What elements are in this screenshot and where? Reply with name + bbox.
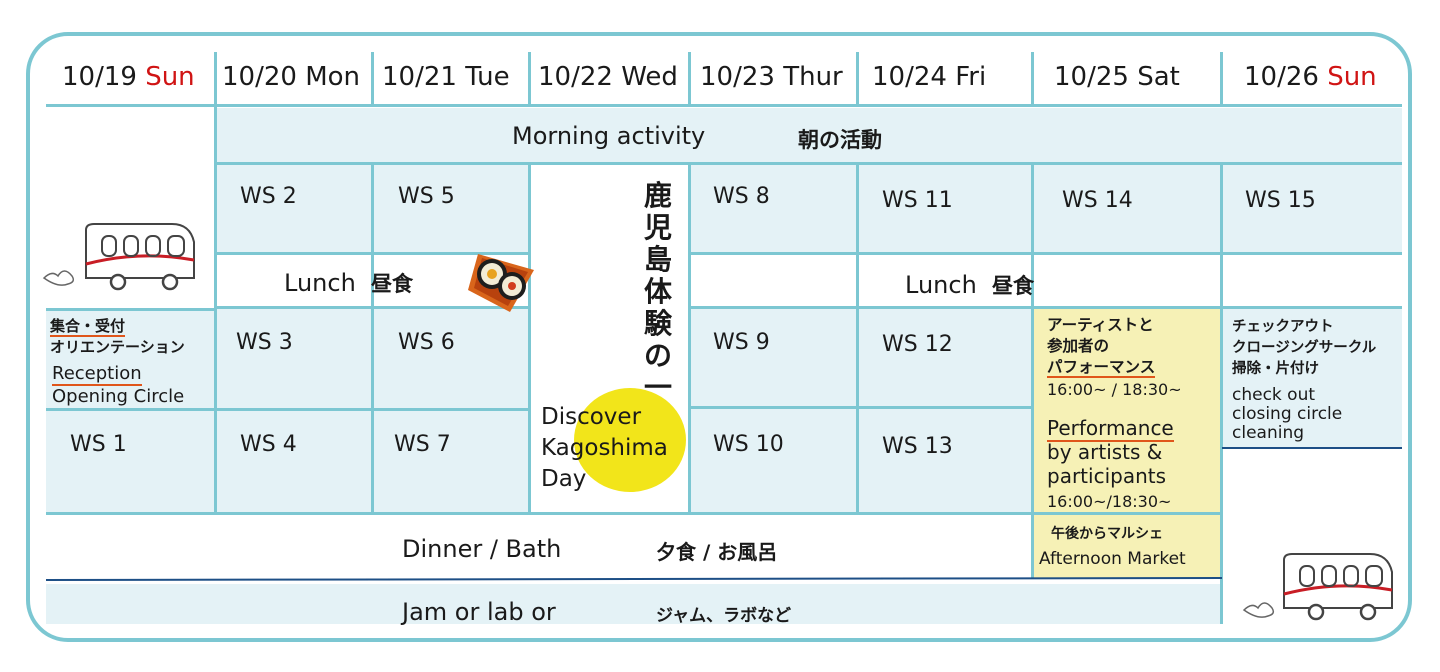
market-jp: 午後からマルシェ bbox=[1051, 526, 1163, 542]
arrival-en-2: Opening Circle bbox=[52, 386, 185, 407]
checkout-en: check out closing circle cleaning bbox=[1232, 385, 1343, 443]
header-day-1: 10/19 Sun bbox=[62, 62, 195, 92]
ws-2: WS 2 bbox=[240, 184, 297, 209]
header-day-6: 10/24 Fri bbox=[872, 62, 987, 92]
header-day-4: 10/22 Wed bbox=[538, 62, 678, 92]
ws-12: WS 12 bbox=[882, 332, 953, 357]
header-day-2: 10/20 Mon bbox=[222, 62, 361, 92]
sushi-roll-icon bbox=[468, 254, 534, 312]
lunch-label-right: Lunch 昼食 bbox=[905, 271, 1035, 299]
cell-afternoon-left bbox=[46, 308, 530, 514]
morning-activity-row bbox=[216, 108, 1402, 164]
ws-9: WS 9 bbox=[713, 330, 770, 355]
ws-7: WS 7 bbox=[394, 432, 451, 457]
performance-cell bbox=[1034, 308, 1222, 578]
header-day-8: 10/26 Sun bbox=[1244, 62, 1377, 92]
ws-1: WS 1 bbox=[70, 432, 127, 457]
ws-15: WS 15 bbox=[1245, 188, 1316, 213]
market-en: Afternoon Market bbox=[1039, 549, 1186, 569]
ws-14: WS 14 bbox=[1062, 188, 1133, 213]
arrival-jp-2: オリエンテーション bbox=[50, 338, 185, 356]
jam-label: Jam or lab or bbox=[402, 598, 556, 626]
bus-icon-arrival bbox=[42, 223, 195, 291]
dinner-bath-label: Dinner / Bath bbox=[402, 535, 562, 563]
cell-afternoon-right bbox=[690, 308, 1034, 514]
lunch-label-left: Lunch 昼食 bbox=[284, 269, 414, 297]
schedule-frame bbox=[26, 32, 1412, 642]
morning-activity-jp: 朝の活動 bbox=[798, 127, 882, 152]
bus-icon-departure bbox=[1242, 553, 1393, 621]
ws-10: WS 10 bbox=[713, 432, 784, 457]
arrival-jp-1: 集合・受付 bbox=[50, 317, 126, 337]
checkout-jp: チェックアウト クロージングサークル 掃除・片付け bbox=[1232, 318, 1377, 377]
morning-activity-label: Morning activity bbox=[512, 122, 706, 150]
performance-en-time: 16:00~/18:30~ bbox=[1047, 492, 1172, 511]
performance-jp: アーティストと 参加者の パフォーマンス bbox=[1047, 315, 1156, 378]
ws-3: WS 3 bbox=[236, 330, 293, 355]
ws-8: WS 8 bbox=[713, 184, 770, 209]
performance-en: Performance by artists & participants bbox=[1047, 416, 1174, 488]
ws-13: WS 13 bbox=[882, 434, 953, 459]
dinner-bath-jp: 夕食 / お風呂 bbox=[656, 540, 778, 564]
jam-row bbox=[46, 584, 1222, 624]
checkout-cell bbox=[1222, 308, 1402, 448]
header-day-5: 10/23 Thur bbox=[700, 62, 843, 92]
ws-11: WS 11 bbox=[882, 188, 953, 213]
ws-4: WS 4 bbox=[240, 432, 297, 457]
highlight-spot bbox=[574, 388, 686, 492]
performance-jp-time: 16:00~ / 18:30~ bbox=[1047, 380, 1182, 399]
ws-5: WS 5 bbox=[398, 184, 455, 209]
jam-jp: ジャム、ラボなど bbox=[656, 606, 792, 626]
header-day-7: 10/25 Sat bbox=[1054, 62, 1180, 92]
discover-kagoshima-day: Discover Kagoshima Day bbox=[541, 404, 668, 492]
ws-6: WS 6 bbox=[398, 330, 455, 355]
arrival-en-1: Reception bbox=[52, 363, 142, 386]
header-day-3: 10/21 Tue bbox=[382, 62, 510, 92]
cell-ws8-ws15 bbox=[690, 164, 1402, 254]
